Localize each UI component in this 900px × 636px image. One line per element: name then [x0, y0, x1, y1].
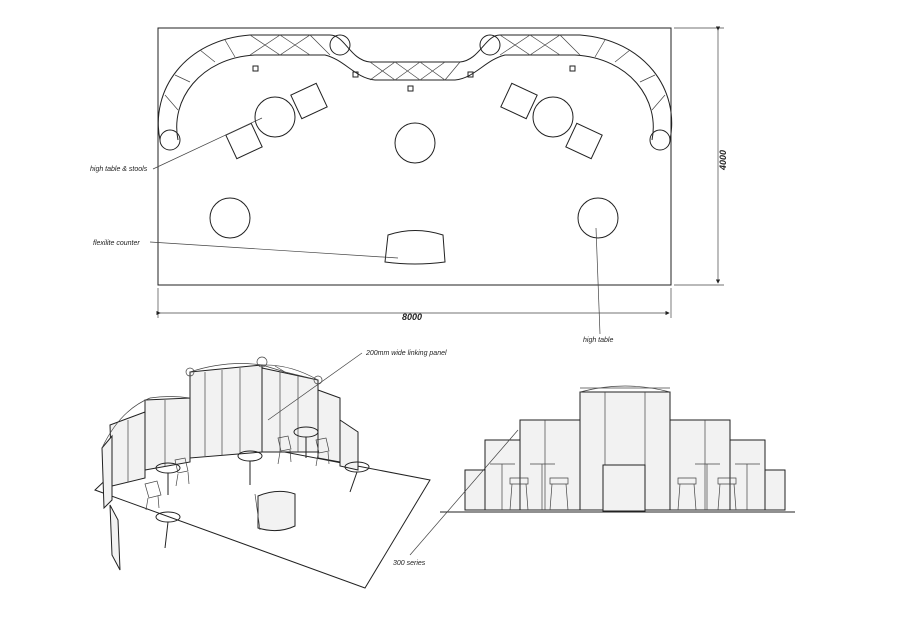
- plan-high-table: [532, 96, 574, 138]
- plan-high-table: [577, 197, 619, 239]
- perspective-counter: [257, 490, 296, 532]
- perspective-tables: [155, 426, 370, 549]
- front-elevation: 300 series: [393, 385, 795, 567]
- plan-stools: [225, 82, 603, 160]
- truss-arc: [157, 34, 673, 151]
- plan-high-table: [394, 122, 436, 164]
- elevation-tables-stools: [490, 463, 760, 511]
- dimension-height: 4000: [718, 150, 728, 171]
- plan-high-table: [209, 197, 251, 239]
- label-high-table: high table: [583, 337, 613, 344]
- plan-high-table: [254, 96, 296, 138]
- perspective-view: 200mm wide linking panel: [94, 350, 447, 589]
- dimension-lines: [156, 26, 724, 318]
- plan-view: high table & stools flexilite counter hi…: [90, 26, 728, 344]
- label-300-series: 300 series: [393, 560, 426, 567]
- plan-stand-outline: [157, 27, 672, 286]
- label-high-table-stools: high table & stools: [90, 166, 148, 173]
- label-linking-panel: 200mm wide linking panel: [365, 350, 447, 357]
- label-flexilite-counter: flexilite counter: [93, 240, 140, 247]
- plan-flexilite-counter: [384, 230, 446, 265]
- dimension-width: 8000: [402, 312, 422, 322]
- elevation-counter: [602, 464, 646, 512]
